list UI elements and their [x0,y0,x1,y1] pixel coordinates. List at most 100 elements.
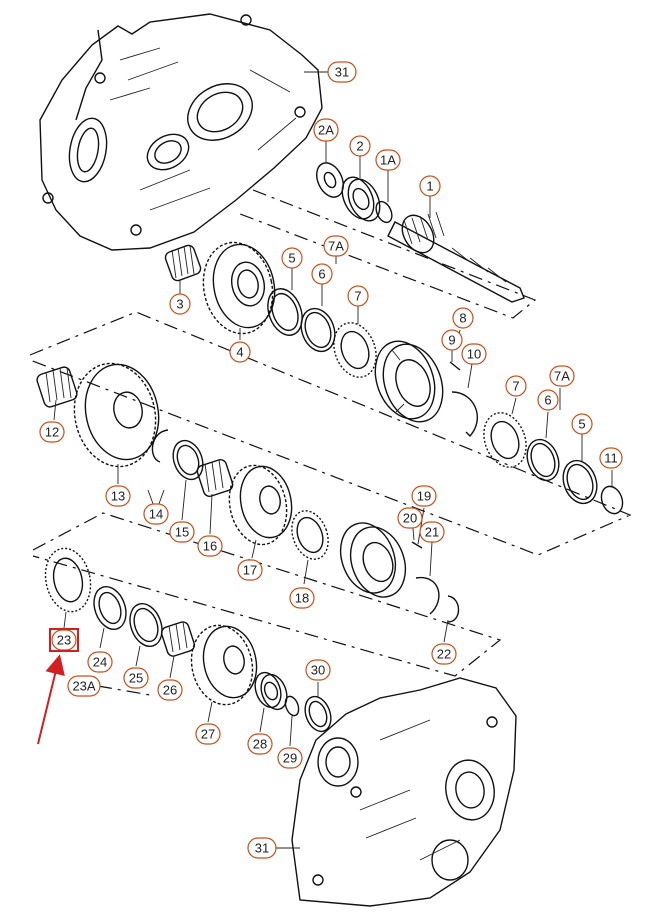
part-12-needle-bearing [36,366,78,408]
svg-text:6: 6 [318,267,325,282]
red-pointer-arrow [37,654,65,745]
part-1a-ring [375,200,393,224]
group-outline-3 [32,512,502,696]
part-25-ring [129,602,163,648]
svg-text:8: 8 [459,311,466,326]
callout-6-upper: 6 [311,263,333,285]
callout-2a: 2A [313,118,339,142]
callout-20: 20 [397,507,423,529]
svg-text:5: 5 [578,417,585,432]
callout-16: 16 [197,535,223,557]
group-outline-1 [234,189,537,319]
callout-15: 15 [169,521,195,543]
svg-text:16: 16 [203,539,217,554]
svg-text:31: 31 [255,841,269,856]
input-shaft [387,211,525,303]
svg-text:19: 19 [417,489,431,504]
part-14-circlip [151,429,169,463]
callout-5-lower: 5 [571,413,593,435]
part-26-needle-bearing [160,621,196,657]
svg-text:25: 25 [129,671,143,686]
callout-31-top: 31 [327,61,357,83]
part-6-ring-a [300,307,336,353]
svg-text:28: 28 [253,737,267,752]
svg-text:30: 30 [311,663,325,678]
part-24-ring [93,585,127,631]
callout-4: 4 [229,341,251,363]
svg-text:7: 7 [512,379,519,394]
svg-text:2A: 2A [318,123,334,138]
part-27-gear [190,624,258,706]
svg-text:23A: 23A [72,679,95,694]
callout-24: 24 [87,651,113,673]
svg-text:17: 17 [243,563,257,578]
callout-6-lower: 6 [537,389,559,411]
callout-14: 14 [143,503,169,525]
callout-1: 1 [419,175,441,197]
svg-text:7: 7 [354,289,361,304]
callout-7-upper-left: 7 [347,285,369,307]
callout-7-upper-right: 7 [505,375,527,397]
upper-housing [39,13,323,251]
part-2a-washer [316,162,344,198]
svg-text:27: 27 [201,727,215,742]
svg-text:24: 24 [93,655,107,670]
part-5-ring-b [562,459,598,505]
svg-text:12: 12 [45,425,59,440]
part-20-spring [411,541,423,549]
svg-text:31: 31 [335,65,349,80]
part-13-gear [73,362,160,468]
part-16-needle-bearing [196,459,234,497]
svg-text:5: 5 [288,251,295,266]
svg-text:7A: 7A [328,239,344,254]
part-30-washer [304,695,332,733]
part-4-gear [202,241,276,335]
svg-text:4: 4 [236,345,243,360]
callout-10: 10 [461,343,487,365]
callout-29: 29 [277,747,303,769]
lower-housing [291,677,517,907]
callout-12: 12 [39,421,65,443]
svg-text:6: 6 [544,393,551,408]
svg-text:2: 2 [356,139,363,154]
part-7-synchro-ring-a [333,322,377,378]
callout-30: 30 [305,659,331,681]
part-22-circlip [447,595,460,623]
part-3-needle-bearing [164,244,202,282]
svg-text:21: 21 [425,525,439,540]
callout-9: 9 [441,329,463,351]
svg-text:26: 26 [163,683,177,698]
part-10-circlip [451,391,479,438]
callout-1a: 1A [375,149,401,171]
callout-21: 21 [419,521,445,543]
part-29-ring [284,695,300,717]
callout-2: 2 [349,135,371,157]
part-21-circlip [415,577,440,615]
svg-text:14: 14 [149,507,163,522]
callout-17: 17 [237,559,263,581]
svg-text:20: 20 [403,511,417,526]
svg-text:9: 9 [448,333,455,348]
leader-lines [53,71,613,849]
part-17-gear [228,464,293,546]
callout-11: 11 [599,447,623,469]
callout-22: 22 [431,643,457,665]
part-2-bearing [341,176,381,222]
callout-28: 28 [247,733,273,755]
part-8-synchro-hub [374,340,444,423]
part-5-ring-a [267,288,303,336]
svg-text:1A: 1A [380,153,396,168]
svg-text:3: 3 [176,297,183,312]
callout-7a-upper-left: 7A [323,235,349,257]
callout-27: 27 [195,723,221,745]
part-15-ring [172,439,204,481]
svg-text:10: 10 [467,347,481,362]
svg-text:11: 11 [604,451,618,466]
callout-3: 3 [169,293,191,315]
part-18-synchro-ring [291,510,329,560]
callout-13: 13 [105,485,131,507]
svg-text:1: 1 [426,179,433,194]
callout-5-upper: 5 [281,247,303,269]
part-28-bearing [254,671,288,711]
